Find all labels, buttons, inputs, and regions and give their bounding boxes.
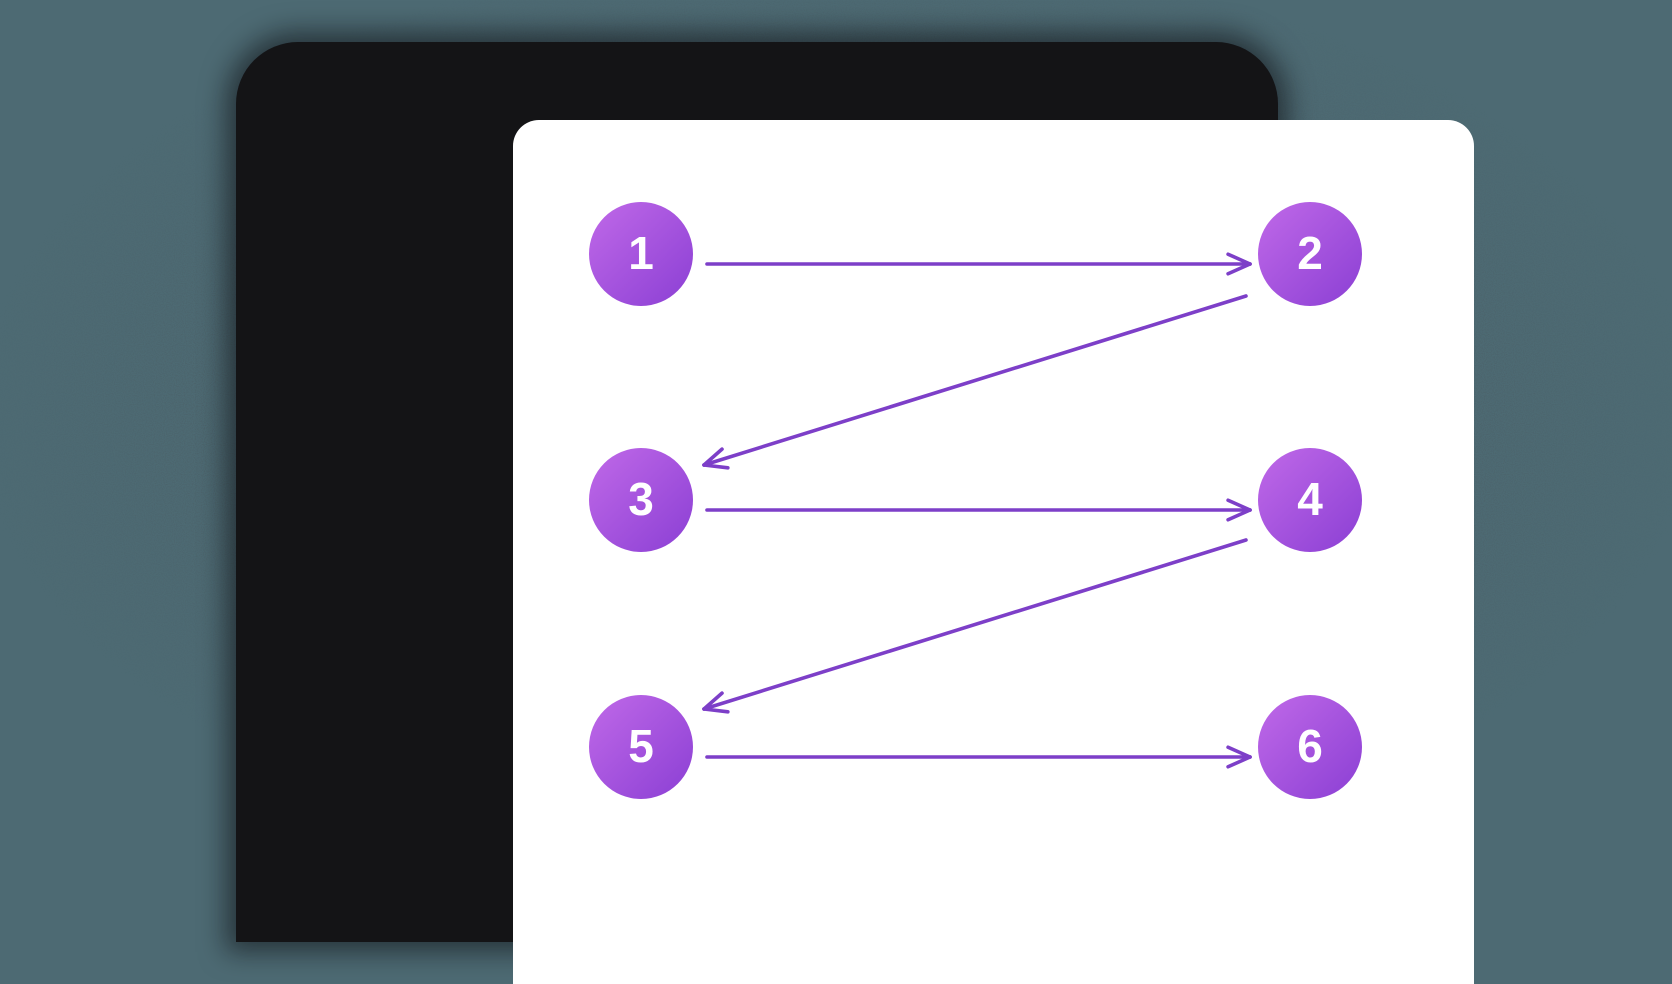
diagram-node-4[interactable]: 4 — [1258, 448, 1362, 552]
diagram-edge-2-to-3 — [702, 294, 1248, 470]
node-label: 5 — [628, 720, 654, 772]
edge-arrowhead-arm — [702, 463, 730, 470]
edge-arrowhead-arm — [1226, 498, 1252, 512]
edge-arrowhead-arm — [702, 691, 724, 711]
diagram-node-3[interactable]: 3 — [589, 448, 693, 552]
edge-arrowhead-arm — [1226, 262, 1252, 276]
edge-shaft — [702, 294, 1248, 467]
edge-arrowhead-arm — [1226, 252, 1252, 266]
node-label: 6 — [1297, 720, 1323, 772]
edge-arrowhead-arm — [1226, 745, 1252, 759]
diagram-edge-5-to-6 — [705, 745, 1252, 769]
diagram-edge-layer — [702, 252, 1252, 769]
diagram-edge-1-to-2 — [705, 252, 1252, 276]
diagram-node-1[interactable]: 1 — [589, 202, 693, 306]
edge-shaft — [702, 538, 1248, 711]
node-label: 2 — [1297, 227, 1323, 279]
diagram-node-6[interactable]: 6 — [1258, 695, 1362, 799]
diagram-edge-4-to-5 — [702, 538, 1248, 714]
edge-arrowhead-arm — [702, 447, 724, 467]
device-frame: 1 2 3 4 5 6 — [236, 42, 1474, 984]
node-label: 3 — [628, 473, 654, 525]
device-screen: 1 2 3 4 5 6 — [513, 120, 1474, 984]
edge-arrowhead-arm — [702, 707, 730, 714]
node-label: 4 — [1297, 473, 1323, 525]
node-flow-diagram: 1 2 3 4 5 6 — [513, 120, 1474, 984]
diagram-node-2[interactable]: 2 — [1258, 202, 1362, 306]
diagram-edge-3-to-4 — [705, 498, 1252, 522]
edge-arrowhead-arm — [1226, 755, 1252, 769]
diagram-node-5[interactable]: 5 — [589, 695, 693, 799]
node-label: 1 — [628, 227, 654, 279]
edge-arrowhead-arm — [1226, 508, 1252, 522]
